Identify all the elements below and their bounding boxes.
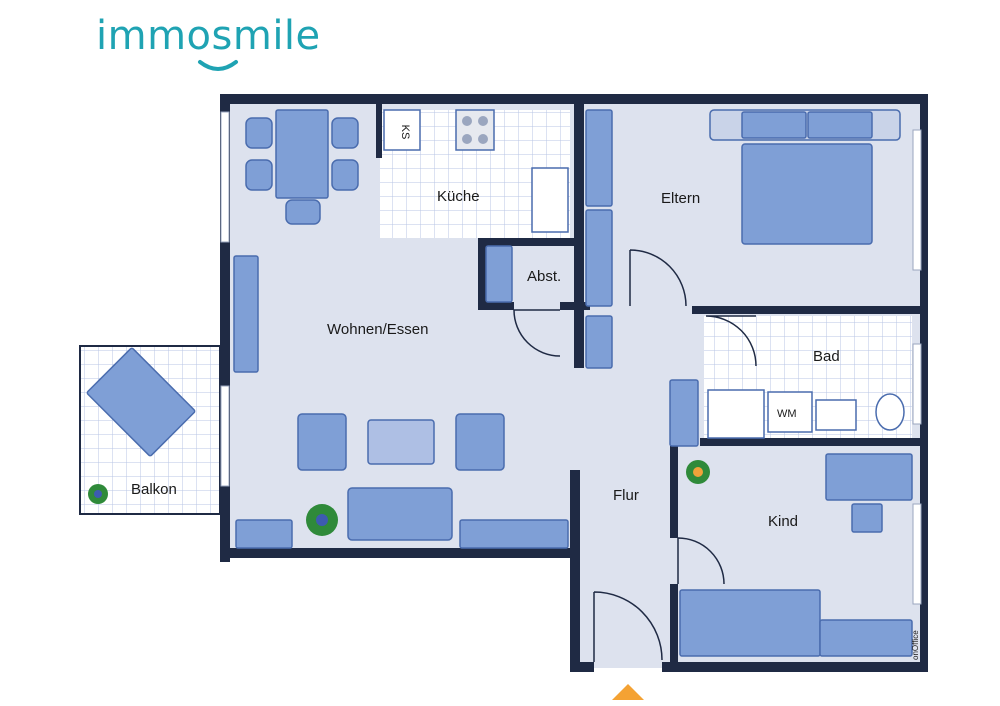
sofa [347, 487, 453, 541]
stove-icon [455, 109, 495, 151]
room-label-wohnen: Wohnen/Essen [327, 321, 428, 338]
doors [513, 249, 757, 662]
entrance-arrow-icon [612, 684, 644, 700]
logo-smile-icon [198, 60, 238, 71]
windows [220, 111, 922, 605]
room-label-eltern: Eltern [661, 190, 700, 207]
fridge [383, 109, 421, 151]
balkon-table [86, 347, 196, 457]
single-bed [679, 589, 821, 657]
double-bed [741, 143, 873, 245]
stove-burners [462, 116, 488, 144]
walls [220, 94, 928, 672]
plant-icon [88, 460, 710, 536]
room-label-abst: Abst. [527, 268, 561, 285]
washing-machine [767, 391, 813, 433]
room-label-balkon: Balkon [131, 481, 177, 498]
washing-machine-label: WM [777, 408, 797, 420]
credit-text: onOffice [911, 630, 920, 660]
toilet-icon [875, 393, 905, 431]
fridge-label: KS [399, 125, 411, 140]
brand-logo: immosmile [96, 16, 321, 56]
brand-name: immosmile [96, 13, 321, 59]
room-label-kind: Kind [768, 513, 798, 530]
dining-table [275, 109, 329, 199]
room-label-kueche: Küche [437, 188, 480, 205]
shower-icon [707, 389, 765, 439]
room-label-bad: Bad [813, 348, 840, 365]
room-label-flur: Flur [613, 487, 639, 504]
sink-icon [531, 167, 569, 233]
furniture [86, 109, 913, 657]
washbasin-icon [815, 399, 857, 431]
